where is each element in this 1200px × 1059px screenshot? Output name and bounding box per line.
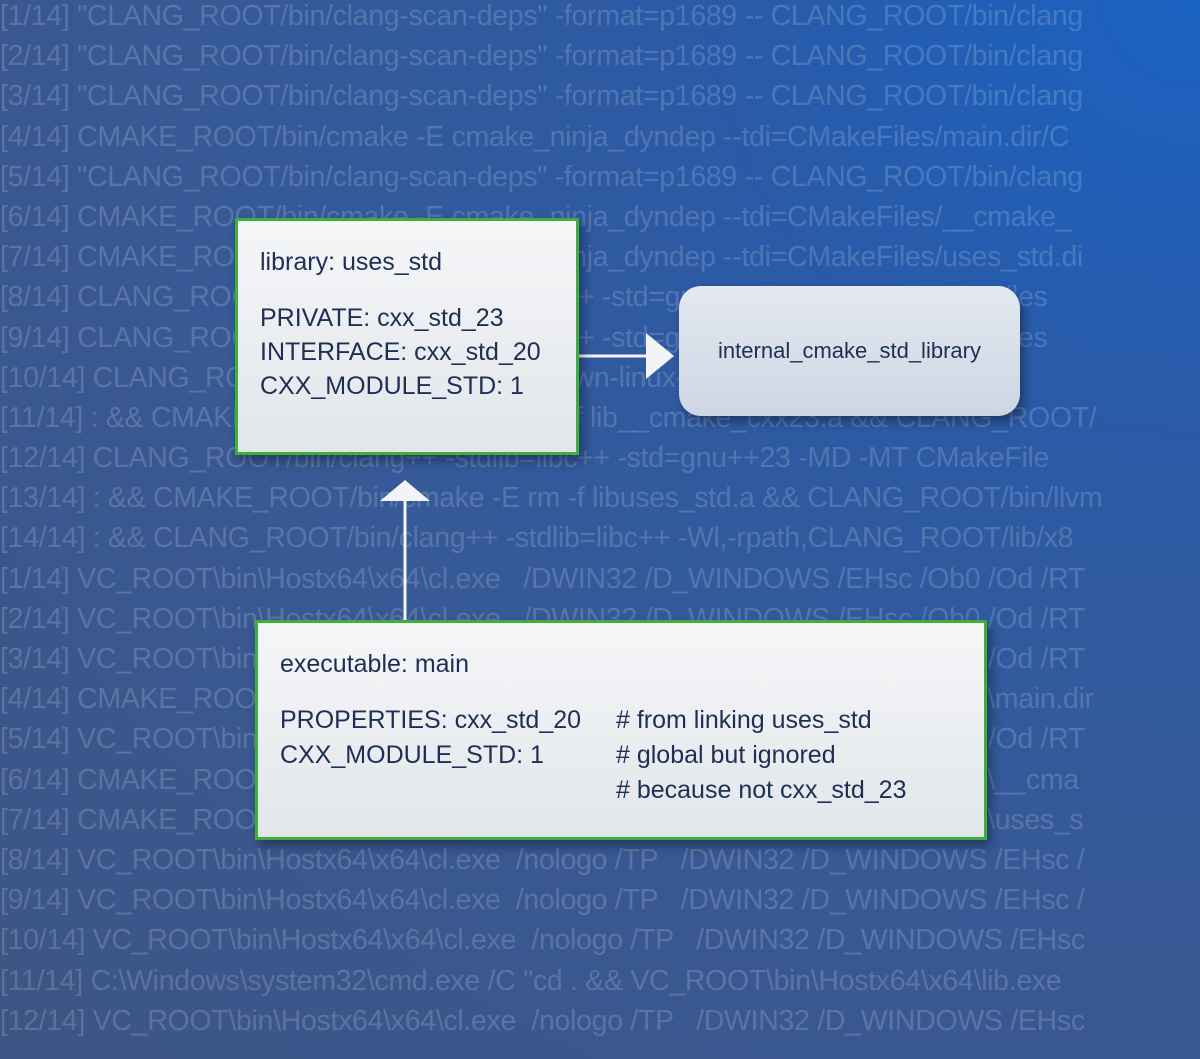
executable-module-std-comment-2: # because not cxx_std_23 [616,776,907,804]
log-line: [2/14] "CLANG_ROOT/bin/clang-scan-deps" … [0,40,1083,73]
log-line: [1/14] VC_ROOT\bin\Hostx64\x64\cl.exe /D… [0,562,1086,595]
log-line: [12/14] VC_ROOT\bin\Hostx64\x64\cl.exe /… [0,1004,1085,1037]
executable-properties-comment: # from linking uses_std [616,706,872,734]
library-node-uses-std: library: uses_std PRIVATE: cxx_std_23 IN… [235,218,579,455]
executable-comment-row: # because not cxx_std_23 [280,773,984,808]
log-line: [4/14] CMAKE_ROOT/bin/cmake -E cmake_nin… [0,120,1070,153]
log-line: [5/14] "CLANG_ROOT/bin/clang-scan-deps" … [0,160,1083,193]
log-line: [8/14] VC_ROOT\bin\Hostx64\x64\cl.exe /n… [0,843,1085,876]
executable-properties-row: PROPERTIES: cxx_std_20 # from linking us… [280,703,984,738]
executable-module-std-row: CXX_MODULE_STD: 1 # global but ignored [280,738,984,773]
log-line: [10/14] VC_ROOT\bin\Hostx64\x64\cl.exe /… [0,924,1085,957]
executable-module-std: CXX_MODULE_STD: 1 [280,741,544,769]
library-module-std-property: CXX_MODULE_STD: 1 [260,372,524,400]
executable-module-std-comment: # global but ignored [616,741,836,769]
library-node-title: library: uses_std [260,248,443,276]
arrow-executable-to-library [380,480,430,620]
executable-properties: PROPERTIES: cxx_std_20 [280,706,582,734]
log-line: [3/14] "CLANG_ROOT/bin/clang-scan-deps" … [0,80,1083,113]
executable-node-main: executable: main PROPERTIES: cxx_std_20 … [255,620,987,840]
log-line: [14/14] : && CLANG_ROOT/bin/clang++ -std… [0,522,1074,555]
log-line: [9/14] VC_ROOT\bin\Hostx64\x64\cl.exe /n… [0,884,1085,917]
arrow-library-to-std [579,333,674,379]
library-interface-property: INTERFACE: cxx_std_20 [260,338,541,366]
std-library-node: internal_cmake_std_library [679,286,1020,416]
library-private-property: PRIVATE: cxx_std_23 [260,304,504,332]
executable-node-title: executable: main [280,650,470,678]
log-line: [1/14] "CLANG_ROOT/bin/clang-scan-deps" … [0,0,1083,32]
std-library-node-label: internal_cmake_std_library [718,338,981,363]
log-line: [11/14] C:\Windows\system32\cmd.exe /C "… [0,964,1062,997]
log-line: [13/14] : && CMAKE_ROOT/bin/cmake -E rm … [0,482,1103,515]
